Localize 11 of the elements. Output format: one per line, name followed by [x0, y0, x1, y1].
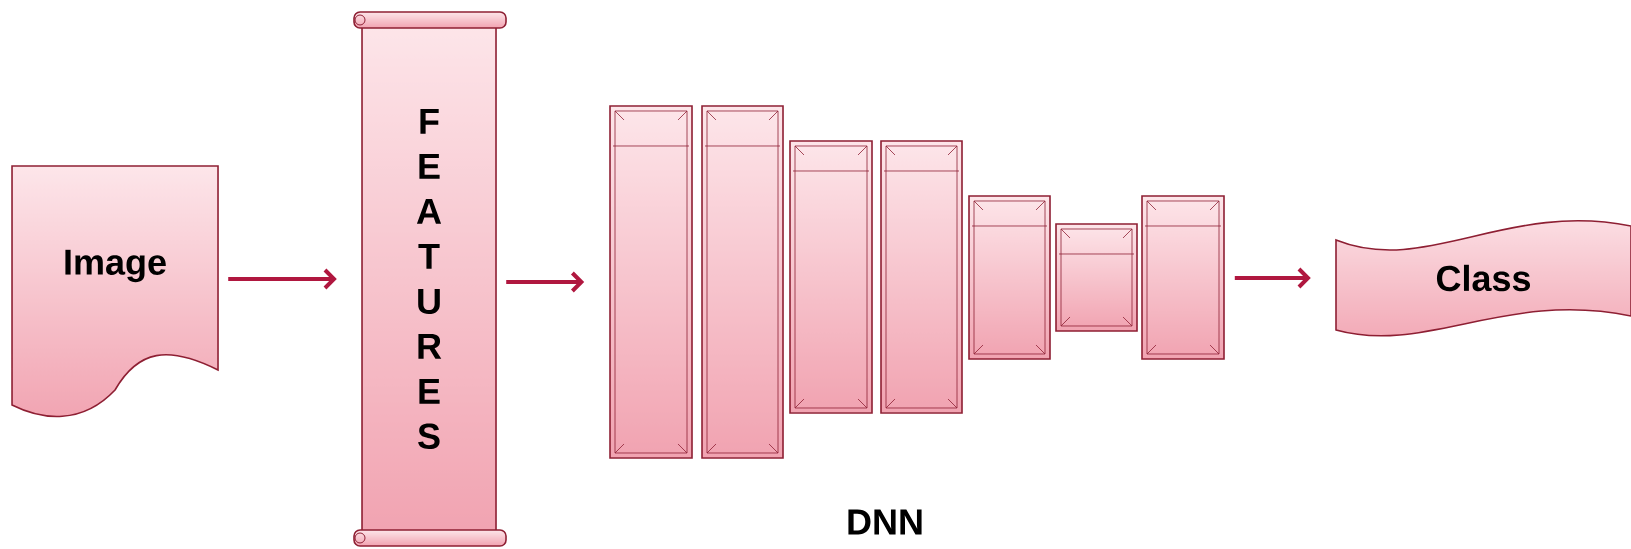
arrow	[228, 268, 337, 290]
layer-box	[789, 140, 873, 414]
layer-box	[701, 105, 784, 459]
layer-box	[880, 140, 963, 414]
layer-box	[1141, 195, 1225, 360]
layer-box	[968, 195, 1051, 360]
layer-box	[1055, 223, 1138, 332]
arrow	[506, 271, 585, 293]
arrow	[1234, 267, 1311, 289]
caption-label: DNN	[848, 509, 922, 535]
layer-box	[609, 105, 693, 459]
